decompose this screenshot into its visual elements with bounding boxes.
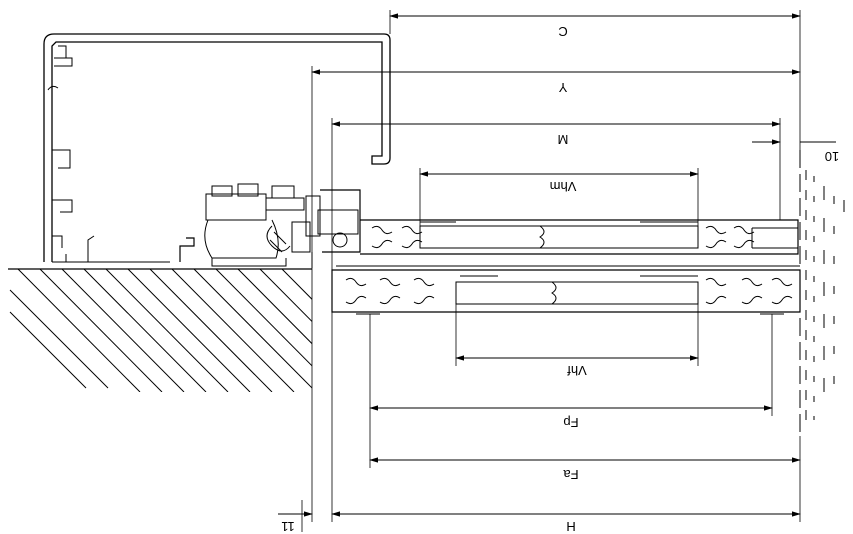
right-wall bbox=[799, 150, 845, 436]
lower-leaf bbox=[331, 265, 801, 315]
label-c: C bbox=[558, 24, 567, 39]
frame-profile bbox=[43, 33, 391, 263]
label-m: M bbox=[558, 132, 569, 147]
label-vhf: Vhf bbox=[567, 363, 587, 378]
bracket-assembly bbox=[179, 183, 361, 268]
label-fp: Fp bbox=[563, 415, 578, 430]
label-fa: Fa bbox=[563, 467, 579, 482]
label-h: H bbox=[566, 519, 575, 534]
dimension-labels: C Y M 10 Vhm Vhf Fp Fa H 11 bbox=[281, 24, 839, 534]
label-11: 11 bbox=[281, 519, 295, 534]
upper-leaf bbox=[360, 219, 799, 255]
ground-hatch bbox=[8, 268, 312, 392]
label-10: 10 bbox=[825, 149, 839, 164]
label-vhm: Vhm bbox=[550, 179, 577, 194]
dimension-lines bbox=[278, 13, 836, 517]
extension-lines bbox=[301, 10, 801, 532]
label-y: Y bbox=[558, 80, 567, 95]
